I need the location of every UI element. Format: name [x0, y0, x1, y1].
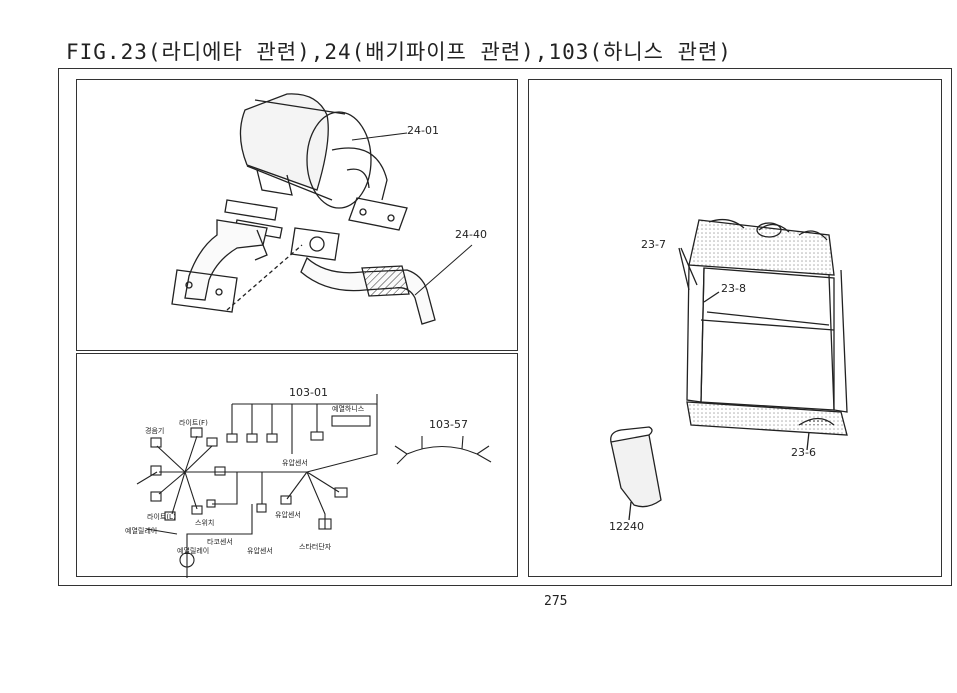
page-title: FIG.23(라디에타 관련),24(배기파이프 관련),103(하니스 관련)	[66, 40, 732, 64]
callout-23-6: 23-6	[791, 446, 816, 459]
label-switch: 스위치	[195, 519, 215, 527]
label-oil-sensor-2: 유압센서	[275, 511, 301, 519]
callout-103-57: 103-57	[429, 418, 468, 431]
callout-24-01: 24-01	[407, 124, 439, 137]
label-lamp-l: 라이트(L)	[147, 513, 176, 521]
callout-23-8: 23-8	[721, 282, 746, 295]
harness-drawing	[136, 394, 492, 578]
callout-12240: 12240	[609, 520, 644, 533]
callout-23-7: 23-7	[641, 238, 666, 251]
exhaust-panel: 24-01 24-40	[76, 79, 518, 351]
label-starter-terminal: 스타터단자	[299, 543, 332, 551]
muffler-drawing	[171, 93, 473, 325]
label-horn: 경음기	[145, 427, 165, 435]
label-preheat-relay-top: 예열릴레이	[125, 527, 158, 535]
label-preheat-relay-bottom: 예열릴레이	[177, 547, 210, 555]
radiator-drawing	[610, 218, 848, 521]
radiator-panel: 23-7 23-8 23-6 12240	[528, 79, 942, 577]
callout-103-01: 103-01	[289, 386, 328, 399]
label-oil-sensor-3: 유압센서	[247, 547, 273, 555]
figure-frame: 24-01 24-40	[58, 68, 952, 586]
callout-24-40: 24-40	[455, 228, 487, 241]
label-tachosensor: 타코센서	[207, 538, 233, 546]
label-lamp-front: 라이트(F)	[179, 419, 208, 427]
label-preheat-harness: 예열하니스	[332, 405, 365, 413]
page-number: 275	[544, 594, 568, 609]
harness-panel: 103-01 103-57 라이트(F) 경음기 예열하니스 유압센서 라이트(…	[76, 353, 518, 578]
label-oil-sensor: 유압센서	[282, 459, 308, 467]
